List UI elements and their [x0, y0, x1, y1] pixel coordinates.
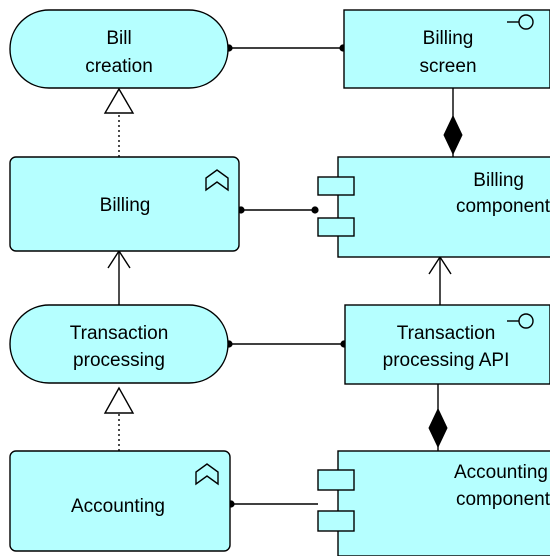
interface-icon — [507, 313, 534, 329]
edge-billing-to-billing-component — [237, 206, 319, 214]
edge-accounting-realizes-transaction — [103, 386, 135, 451]
node-bill-creation-label-2: creation — [85, 56, 153, 77]
edge-billing-realizes-bill-creation — [103, 87, 135, 157]
edge-billing-screen-composition — [443, 88, 463, 157]
node-accounting-component-label-1: Accounting — [454, 462, 548, 483]
node-billing-screen[interactable]: Billing screen — [343, 9, 550, 89]
node-billing[interactable]: Billing — [9, 156, 240, 252]
node-bill-creation[interactable]: Bill creation — [9, 9, 229, 89]
component-tab-icon — [317, 217, 355, 237]
component-tab-icon — [317, 510, 355, 532]
node-transaction-processing-label-1: Transaction — [70, 323, 169, 344]
edge-bill-creation-to-billing-screen — [225, 44, 347, 52]
node-billing-screen-label-1: Billing — [423, 28, 474, 49]
component-tab-icon — [317, 176, 355, 196]
component-tab-icon — [317, 469, 355, 491]
edge-api-serves-billing-component — [428, 255, 452, 305]
node-accounting-component-label-2: component — [456, 489, 550, 510]
edge-accounting-to-accounting-component — [227, 500, 318, 508]
node-accounting[interactable]: Accounting — [9, 450, 231, 552]
function-icon — [195, 463, 219, 486]
node-billing-label: Billing — [100, 195, 151, 216]
node-transaction-processing-label-2: processing — [73, 350, 165, 371]
node-transaction-processing[interactable]: Transaction processing — [9, 304, 229, 384]
function-icon — [205, 169, 229, 192]
node-billing-screen-label-2: screen — [419, 56, 476, 77]
node-billing-component-label-2: component — [456, 196, 550, 217]
node-billing-component[interactable]: Billing component — [317, 156, 550, 258]
node-transaction-api-label-1: Transaction — [397, 323, 496, 344]
edge-transaction-serves-billing — [107, 249, 131, 305]
interface-icon — [507, 14, 534, 30]
node-bill-creation-label-1: Bill — [106, 28, 131, 49]
node-transaction-api-label-2: processing API — [383, 350, 510, 371]
node-transaction-api[interactable]: Transaction processing API — [344, 304, 550, 385]
node-accounting-label: Accounting — [71, 496, 165, 517]
edge-api-composition — [428, 384, 448, 451]
node-billing-component-label-1: Billing — [473, 170, 524, 191]
node-accounting-component[interactable]: Accounting component — [317, 450, 550, 556]
edge-transaction-to-api — [225, 340, 348, 348]
